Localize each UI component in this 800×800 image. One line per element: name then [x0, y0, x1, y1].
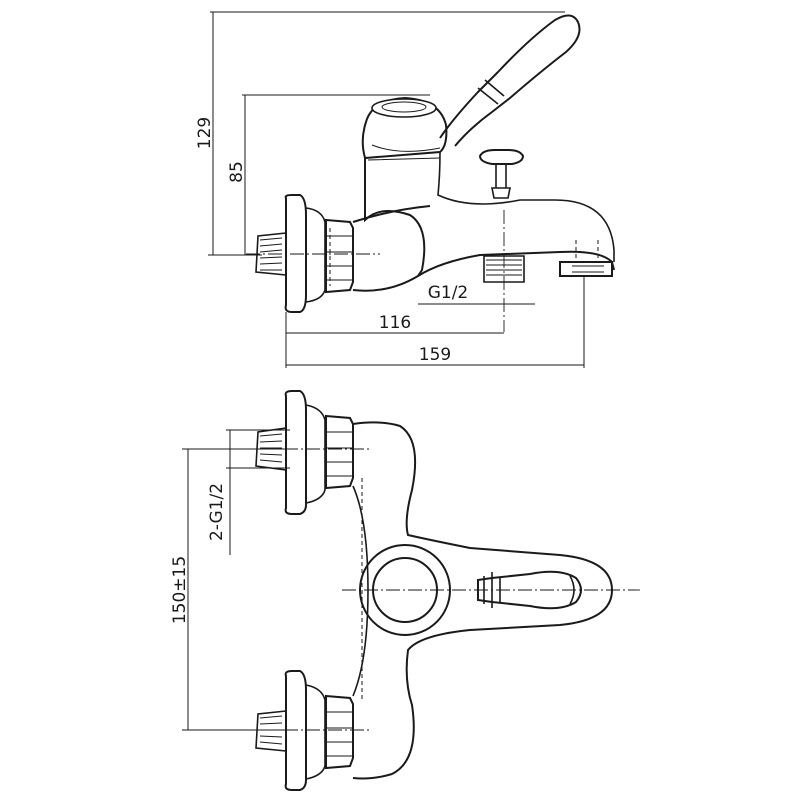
side-lever-collar: [477, 79, 505, 105]
front-view: 2-G1/2 150±15: [170, 390, 640, 791]
side-spout-hidden: [575, 240, 599, 262]
front-upper-flange-skirt: [305, 404, 326, 504]
front-lower-hex-nut: [325, 694, 354, 770]
front-lower-flange-skirt: [305, 684, 326, 780]
dim-label-2g12: 2-G1/2: [207, 483, 227, 541]
side-hex-nut-faces: [326, 235, 353, 281]
side-diverter-stem: [491, 164, 511, 199]
front-upper-thread-hatch: [259, 433, 283, 463]
dim-label-129: 129: [195, 117, 215, 149]
side-spout-outlet: [559, 261, 613, 277]
side-hex-nut: [325, 218, 354, 294]
side-inlet-thread-hatch: [259, 237, 283, 271]
side-wall-flange: [284, 194, 307, 313]
dim-label-116: 116: [379, 313, 411, 333]
dim-label-159: 159: [419, 345, 451, 365]
front-upper-hex-nut: [325, 414, 354, 490]
front-lever-handle: [477, 570, 582, 610]
front-upper-flange: [284, 390, 307, 515]
side-view: 129 85: [195, 11, 615, 368]
dim-label-85: 85: [227, 161, 247, 183]
dim-label-g12: G1/2: [428, 283, 469, 303]
side-flange-skirt: [305, 207, 326, 303]
side-body-inner: [367, 144, 441, 161]
side-valve-body: [361, 96, 615, 277]
side-spout-outlet-inner: [572, 265, 604, 273]
front-lower-flange: [284, 670, 307, 791]
front-lower-thread: [255, 710, 287, 752]
front-upper-hex-faces: [326, 431, 353, 477]
side-diverter-knob: [478, 149, 525, 165]
side-body-upper-line: [437, 151, 615, 262]
side-outlet-thread: [483, 255, 525, 283]
side-lever-cap-inner: [381, 101, 427, 113]
side-lever-handle: [439, 14, 581, 147]
front-lower-hex-faces: [326, 711, 353, 757]
dim-label-150: 150±15: [170, 556, 190, 624]
